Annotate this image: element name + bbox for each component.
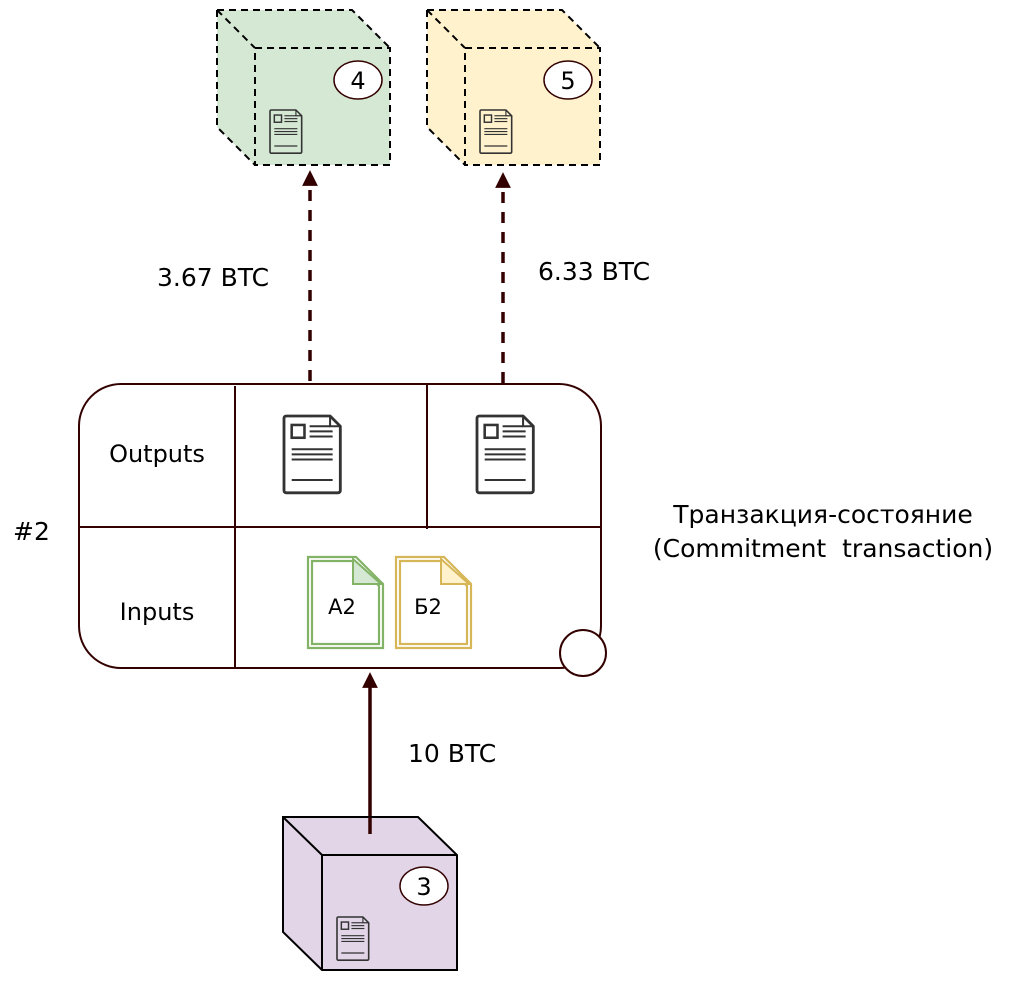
output-right-amount: 6.33 BTC <box>538 257 650 286</box>
block-number-badge: 4 <box>333 60 383 100</box>
input-label: A2 <box>328 595 356 619</box>
transaction-box: Outputs Inputs A2 Б2 <box>78 383 607 677</box>
output-left-amount: 3.67 BTC <box>157 263 269 292</box>
input-label: Б2 <box>414 595 442 619</box>
inputs-label: Inputs <box>120 598 195 626</box>
input-document-b2: Б2 <box>394 555 473 650</box>
transaction-caption-line2: (Commitment transaction) <box>653 534 993 563</box>
block-number-badge: 3 <box>399 866 449 906</box>
block-number: 5 <box>560 67 575 95</box>
block-number: 4 <box>350 67 365 95</box>
transaction-caption-line1: Транзакция-состояние <box>672 500 973 529</box>
output-block-5: 5 <box>426 9 601 166</box>
input-document-a2: A2 <box>306 555 385 650</box>
transaction-id: #2 <box>13 517 50 546</box>
transaction-corner-circle <box>559 629 607 677</box>
input-block-3: 3 <box>282 816 458 971</box>
output-block-4: 4 <box>216 9 391 166</box>
input-amount: 10 BTC <box>408 739 496 768</box>
outputs-label: Outputs <box>109 440 205 468</box>
block-number: 3 <box>416 873 431 901</box>
block-number-badge: 5 <box>543 60 593 100</box>
